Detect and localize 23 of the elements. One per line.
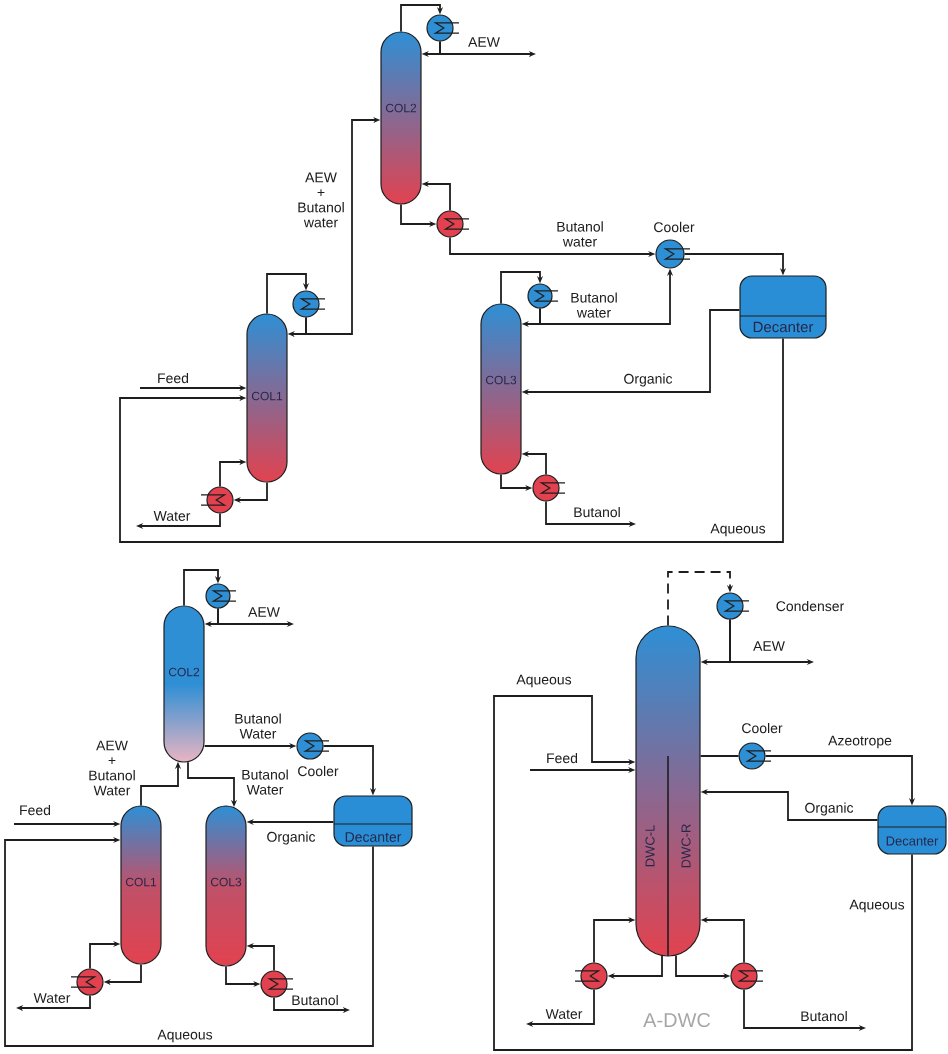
heat-exchanger (292, 290, 326, 318)
heat-exchanger (574, 962, 608, 990)
flow-line (699, 755, 740, 757)
heat-exchanger (436, 210, 470, 238)
flow-arrow (119, 337, 784, 543)
flow-arrow (266, 273, 310, 315)
heat-exchanger (205, 583, 237, 609)
heat-exchanger (200, 486, 234, 514)
heat-exchanger (70, 968, 104, 996)
heat-exchanger (527, 283, 559, 309)
heat-exchanger (730, 962, 764, 990)
heat-exchanger (532, 474, 566, 502)
flow-arrow (667, 571, 734, 627)
flow-arrow (493, 695, 913, 1051)
flow-arrow (16, 994, 91, 1012)
flow-arrow (4, 836, 374, 1047)
flow-arrow (400, 4, 444, 33)
heat-exchanger (426, 14, 460, 42)
heat-exchanger (260, 970, 294, 998)
flow-arrow (136, 512, 221, 530)
flow-arrow (500, 271, 544, 305)
flow-arrow (183, 569, 222, 607)
diagram-label: A-DWC (643, 1012, 711, 1028)
